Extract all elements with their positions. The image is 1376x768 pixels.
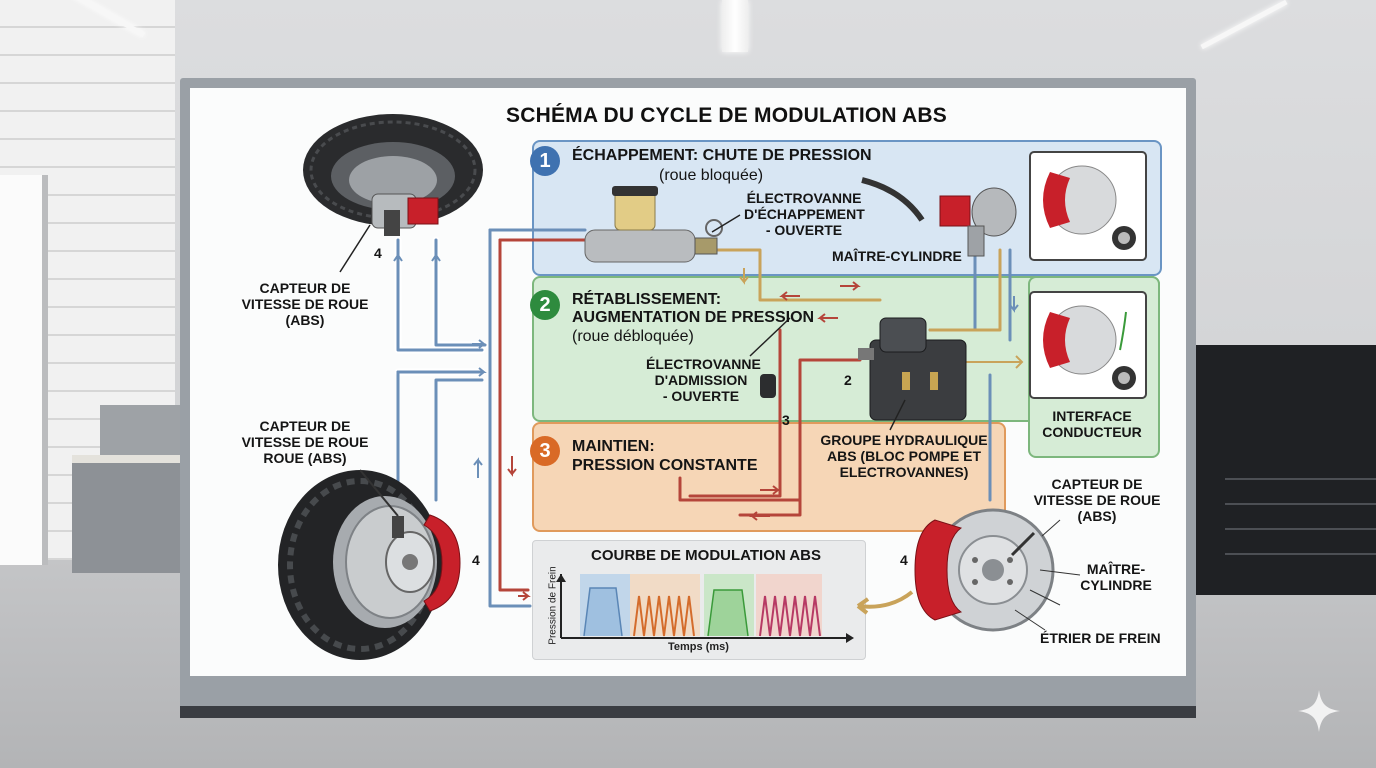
master-cylinder-label-right: MAÎTRE- CYLINDRE <box>1080 561 1152 593</box>
phase-1-badge: 1 <box>530 146 560 176</box>
graph-y-label: Pression de Frein <box>547 566 559 645</box>
phase-3-badge: 3 <box>530 436 560 466</box>
phase-2-title-line2: AUGMENTATION DE PRESSION <box>572 309 815 326</box>
phase-3-title-line2: PRESSION CONSTANTE <box>572 457 758 474</box>
driver-interface-label: INTERFACE CONDUCTEUR <box>1042 408 1142 440</box>
cabinet-drawer <box>1225 510 1376 530</box>
door-opening <box>0 175 48 565</box>
caliper-label: ÉTRIER DE FREIN <box>1040 630 1161 646</box>
number-4-right: 4 <box>900 552 908 568</box>
wheel-sensor-label-bottom: CAPTEUR DE VITESSE DE ROUE ROUE (ABS) <box>241 418 369 466</box>
number-3: 3 <box>782 412 790 428</box>
leader-lines <box>339 214 906 431</box>
cabinet-drawer <box>1225 460 1376 480</box>
cabinet-drawer <box>1225 485 1376 505</box>
phase-2-title-line1: RÉTABLISSEMENT: <box>572 291 722 308</box>
modulation-graph <box>556 574 854 643</box>
inset-caliper-2 <box>1029 291 1147 399</box>
abs-hydraulic-unit <box>760 317 967 421</box>
graph-x-label: Temps (ms) <box>668 641 729 653</box>
workbench <box>72 455 182 573</box>
ceiling-light <box>722 0 748 52</box>
red-brake-lines <box>498 238 1002 592</box>
number-4-top: 4 <box>374 245 382 261</box>
phase-2-subtitle: (roue débloquée) <box>572 328 694 345</box>
graph-title: COURBE DE MODULATION ABS <box>591 547 821 564</box>
phase-1-title: ÉCHAPPEMENT: CHUTE DE PRESSION <box>572 147 872 164</box>
phase-3-title-line1: MAINTIEN: <box>572 438 655 455</box>
phase-2-badge: 2 <box>530 290 560 320</box>
number-2: 2 <box>844 372 852 388</box>
wheel-sensor-label-right: CAPTEUR DE VITESSE DE ROUE (ABS) <box>1033 476 1161 524</box>
master-cylinder-drawing <box>584 186 723 263</box>
master-cylinder-label-top: MAÎTRE-CYLINDRE <box>832 248 962 264</box>
wheel-bottom-left <box>278 469 461 660</box>
feedback-arrow <box>857 590 914 609</box>
hydraulic-unit-label: GROUPE HYDRAULIQUE ABS (BLOC POMPE ET EL… <box>820 432 988 480</box>
inlet-valve-label: ÉLECTROVANNE D'ADMISSION - OUVERTE <box>646 356 761 404</box>
phase-1-subtitle: (roue bloquée) <box>659 167 764 184</box>
pegboard <box>100 405 180 455</box>
sparkle-icon <box>1298 690 1340 732</box>
whiteboard-tray <box>180 706 1196 718</box>
inset-caliper-1 <box>1029 151 1147 261</box>
diagram-title: SCHÉMA DU CYCLE DE MODULATION ABS <box>506 104 947 127</box>
exhaust-valve-label: ÉLECTROVANNE D'ÉCHAPPEMENT - OUVERTE <box>744 190 865 238</box>
wheel-top-left <box>303 114 483 236</box>
brake-disc-right <box>914 508 1081 632</box>
cabinet-drawer <box>1225 535 1376 555</box>
number-4-bottom-left: 4 <box>472 552 480 568</box>
pedal-assembly <box>861 177 1017 257</box>
wheel-sensor-label-top: CAPTEUR DE VITESSE DE ROUE (ABS) <box>241 280 369 328</box>
